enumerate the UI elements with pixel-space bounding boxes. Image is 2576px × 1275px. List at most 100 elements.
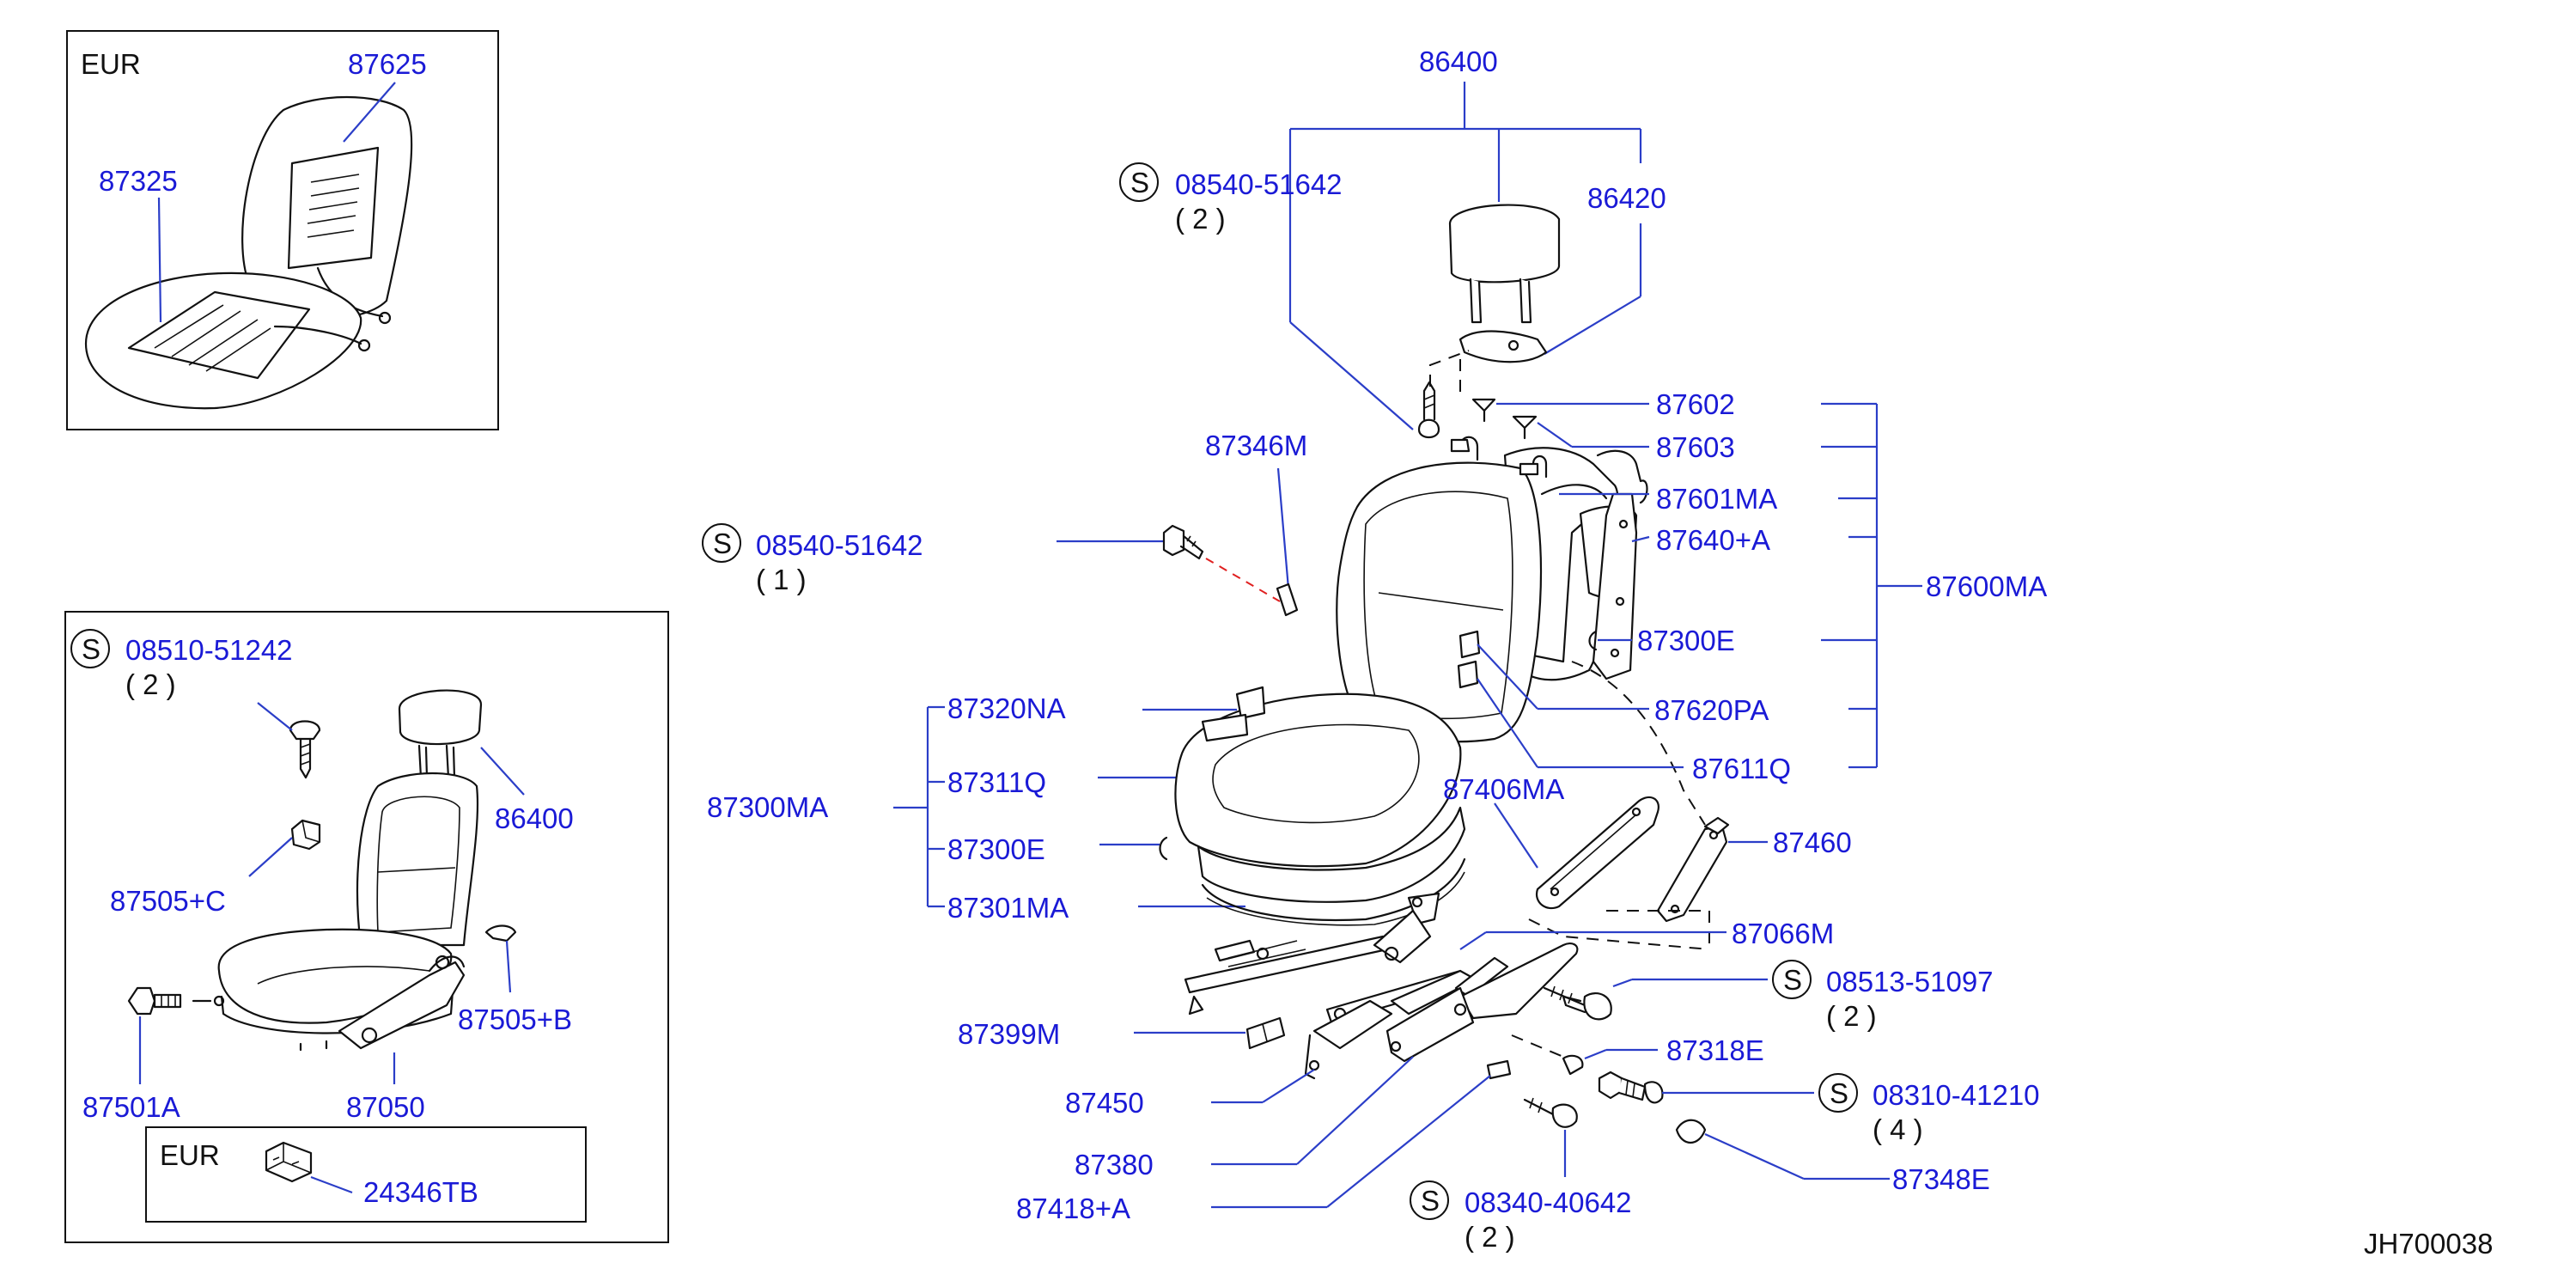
part-87460-label[interactable]: 87460 [1773, 827, 1852, 858]
part-24346tb-label[interactable]: 24346TB [363, 1176, 478, 1208]
part-87602-label[interactable]: 87602 [1656, 388, 1735, 420]
part-86400-inset-label[interactable]: 86400 [495, 802, 574, 834]
inset-eur-heater: EUR 87625 87325 [66, 30, 499, 430]
clip-87505b-illustration [484, 924, 517, 943]
bolt-08310-41210-label[interactable]: 08310-41210 [1873, 1079, 2040, 1111]
part-87346m-label[interactable]: 87346M [1205, 430, 1307, 461]
bolt-08510-51242-label[interactable]: 08510-51242 [125, 634, 293, 666]
part-87600ma-label[interactable]: 87600MA [1926, 570, 2047, 602]
cushion-illustration [1159, 686, 1466, 926]
standard-part-symbol-letter: S [1830, 1077, 1848, 1109]
bolt-08540-51642-left-label[interactable]: 08540-51642 [756, 529, 923, 561]
inset-eur-switch-region-label: EUR [160, 1139, 220, 1171]
part-87460-illustration [1656, 816, 1730, 923]
clip-87505c-illustration [290, 819, 321, 851]
part-87406ma-illustration [1535, 796, 1659, 910]
diagram-id: JH700038 [2364, 1228, 2493, 1260]
part-87318e-label[interactable]: 87318E [1666, 1034, 1764, 1066]
part-87318e-illustration [1562, 1054, 1584, 1076]
part-86420-label[interactable]: 86420 [1587, 182, 1666, 214]
part-86400-label[interactable]: 86400 [1419, 46, 1498, 77]
bracket-87600ma [1821, 402, 1922, 769]
part-87399m-illustration [1245, 1016, 1286, 1050]
bolt-08513-51097-qty: ( 2 ) [1826, 1000, 1877, 1032]
standard-part-symbol-letter: S [1783, 964, 1802, 996]
part-87418a-label[interactable]: 87418+A [1016, 1193, 1130, 1224]
headrest-illustration [1448, 204, 1561, 363]
part-87066m-label[interactable]: 87066M [1732, 918, 1834, 949]
standard-part-symbol [1410, 1180, 1449, 1220]
bolt-08540-51642-top-label[interactable]: 08540-51642 [1175, 168, 1343, 200]
part-87625-label[interactable]: 87625 [348, 48, 427, 80]
part-87320na-label[interactable]: 87320NA [947, 692, 1066, 724]
inset-eur-region-label: EUR [81, 48, 141, 80]
heated-cushion-illustration [84, 271, 371, 410]
switch-24346tb-illustration [265, 1141, 313, 1183]
seat-rails-illustration [1184, 892, 1477, 1080]
part-87348e-illustration [1675, 1119, 1707, 1144]
headrest-bracket-leaders [1288, 82, 1642, 430]
part-87505c-label[interactable]: 87505+C [110, 885, 226, 917]
part-87348e-label[interactable]: 87348E [1892, 1163, 1990, 1195]
standard-part-symbol [70, 629, 110, 668]
bolt-08340-40642-label[interactable]: 08340-40642 [1465, 1187, 1632, 1218]
part-87300ma-label[interactable]: 87300MA [707, 791, 828, 823]
part-87066m-illustration [1385, 942, 1579, 1063]
part-87640a-label[interactable]: 87640+A [1656, 524, 1770, 556]
inset-eur-frame [66, 30, 499, 430]
seatback-illustration [1336, 436, 1648, 743]
main-seat-exploded-view: 86400 86420 S 08540-51642 ( 2 ) [702, 46, 2047, 1253]
bolt-08310-41210-illustration [1598, 1071, 1664, 1104]
bolt-08513-51097-illustration [1543, 985, 1612, 1021]
grommet-bolt-illustration [1417, 381, 1440, 439]
part-87300e-cushion-label[interactable]: 87300E [947, 833, 1045, 865]
part-87380-label[interactable]: 87380 [1075, 1149, 1154, 1180]
bolt-08510-51242-qty: ( 2 ) [125, 668, 176, 700]
bolt-08540-51642-left-qty: ( 1 ) [756, 564, 807, 595]
part-87311q-label[interactable]: 87311Q [947, 766, 1046, 798]
label-87620pa-illustration [1457, 630, 1481, 689]
bolt-08540-51642-top-qty: ( 2 ) [1175, 203, 1226, 235]
part-87399m-label[interactable]: 87399M [958, 1018, 1060, 1050]
bolt-08540-51642-left-illustration [1162, 524, 1204, 560]
clip-87602-illustration [1471, 398, 1496, 423]
part-87505b-label[interactable]: 87505+B [458, 1004, 572, 1035]
bolt-08310-41210-qty: ( 4 ) [1873, 1113, 1923, 1145]
inset-eur-switch-box: EUR 24346TB [145, 1126, 587, 1223]
inset-eur-switch-frame [145, 1126, 587, 1223]
standard-part-symbol-letter: S [1130, 167, 1149, 198]
standard-part-symbol-letter: S [713, 528, 732, 559]
standard-part-symbol [1772, 960, 1812, 999]
bolt-08340-40642-qty: ( 2 ) [1465, 1221, 1515, 1253]
part-87603-label[interactable]: 87603 [1656, 431, 1735, 463]
part-87501a-label[interactable]: 87501A [82, 1091, 180, 1123]
bolt-87501a-illustration [127, 986, 225, 1016]
standard-part-symbol [1818, 1073, 1858, 1113]
inset-seat-illustration [217, 772, 479, 1052]
part-87611q-label[interactable]: 87611Q [1692, 753, 1791, 784]
part-87346m-illustration [1276, 583, 1299, 617]
inset-headrest-illustration [398, 689, 483, 779]
standard-part-symbol-letter: S [82, 633, 100, 665]
bolt-08510-51242-illustration [289, 720, 321, 779]
bolt-08513-51097-label[interactable]: 08513-51097 [1826, 966, 1994, 997]
part-87601ma-label[interactable]: 87601MA [1656, 483, 1777, 515]
bolt-08340-40642-illustration [1523, 1097, 1578, 1128]
bracket-87300ma [893, 705, 945, 908]
part-87620pa-label[interactable]: 87620PA [1654, 694, 1769, 726]
clip-87603-illustration [1512, 415, 1538, 440]
standard-part-symbol-letter: S [1421, 1185, 1440, 1217]
part-87406ma-label[interactable]: 87406MA [1443, 773, 1564, 805]
part-87418a-illustration [1486, 1059, 1512, 1080]
part-87050-label[interactable]: 87050 [346, 1091, 425, 1123]
heated-seatback-illustration [241, 95, 413, 325]
part-87325-label[interactable]: 87325 [99, 165, 178, 197]
part-87450-label[interactable]: 87450 [1065, 1087, 1144, 1119]
standard-part-symbol [702, 523, 741, 563]
clip-87300e-back-illustration [1588, 630, 1598, 651]
part-87301ma-label[interactable]: 87301MA [947, 892, 1069, 924]
standard-part-symbol [1119, 162, 1159, 202]
part-87300e-back-label[interactable]: 87300E [1637, 625, 1735, 656]
inset-seat-frame [64, 611, 669, 1243]
